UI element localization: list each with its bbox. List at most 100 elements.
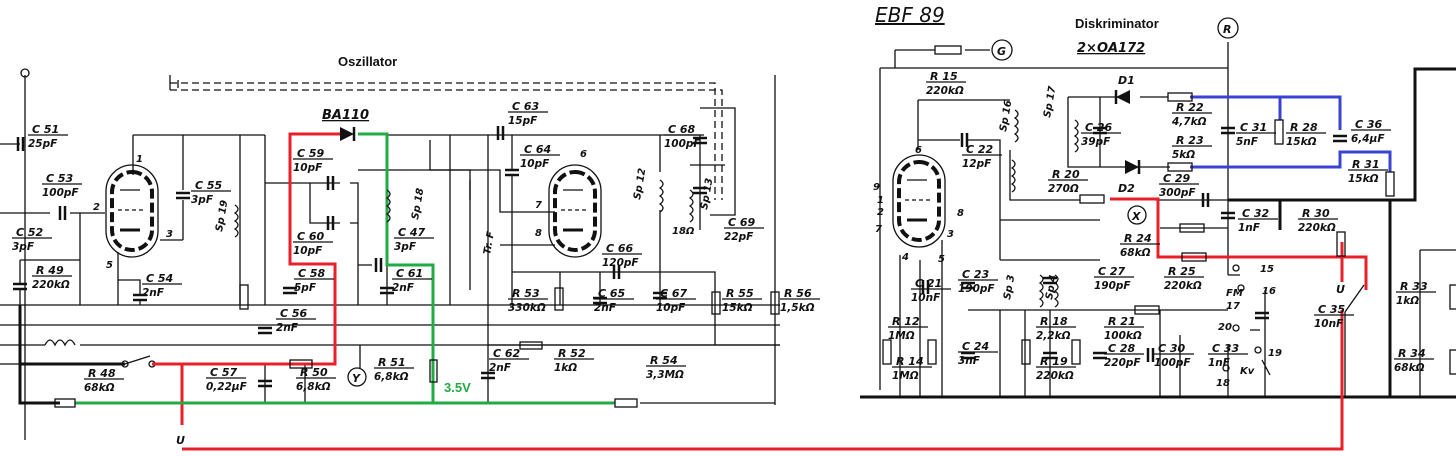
coil-label-18: 18Ω <box>672 226 695 237</box>
c58-value: 5pF <box>294 282 317 294</box>
r31-ref: R 31 <box>1352 158 1380 171</box>
r25-ref: R 25 <box>1168 265 1196 278</box>
tube-type-title: EBF 89 <box>875 3 945 27</box>
switch-contact-2 <box>1232 324 1240 332</box>
c21-value: 10nF <box>911 292 941 304</box>
c35-capacitor-symbol <box>1255 311 1269 320</box>
c31-ref: C 31 <box>1240 121 1267 134</box>
r49-value: 220kΩ <box>32 279 70 291</box>
c32-capacitor-symbol <box>1221 211 1235 220</box>
tube-pin-2: 3 <box>166 229 173 240</box>
r23-ref: R 23 <box>1176 134 1204 147</box>
c59-capacitor-symbol <box>326 176 335 190</box>
c26-ref: C 26 <box>1085 121 1113 134</box>
c62-capacitor-symbol <box>481 371 495 380</box>
c60-value: 10pF <box>293 245 323 257</box>
c66-value: 120pF <box>602 257 639 269</box>
c64-ref: C 64 <box>524 143 551 156</box>
c29-ref: C 29 <box>1163 172 1191 185</box>
coil-symbol-2 <box>658 179 664 213</box>
r48-value: 68kΩ <box>84 382 115 394</box>
svg-text:R: R <box>1223 23 1231 36</box>
r18-ref: R 18 <box>1040 315 1068 328</box>
tube-pin-3: 5 <box>106 260 113 271</box>
test-point-r: R <box>1217 17 1239 39</box>
tube-pin-12: 8 <box>957 208 964 219</box>
r23-resistor-symbol <box>1167 162 1193 172</box>
r20-resistor-symbol <box>1079 194 1105 204</box>
r15-ref: R 15 <box>930 70 958 83</box>
coil-label-sp18: Sp 18 <box>410 187 426 220</box>
tube-pin-8: 9 <box>873 182 880 193</box>
tube-pin-7: 6 <box>915 145 922 156</box>
green-path-3v5 <box>75 132 615 405</box>
r34-value: 68kΩ <box>1394 362 1425 374</box>
c69-value: 22pF <box>724 231 754 243</box>
r55-resistor-symbol <box>711 291 721 315</box>
c66-ref: C 66 <box>606 242 634 255</box>
discriminator-title: Diskriminator <box>1075 16 1159 31</box>
r21-resistor-symbol <box>1134 305 1160 315</box>
c67-value: 10pF <box>656 302 686 314</box>
coil-symbol-4 <box>1013 109 1019 143</box>
r25-resistor-symbol <box>1181 252 1207 262</box>
switch-contact-label-1: FM <box>1226 288 1243 299</box>
c61-value: 2nF <box>392 282 415 294</box>
tube-pin-10: 2 <box>877 207 884 218</box>
c53-capacitor-symbol <box>58 206 67 220</box>
c33-ref: C 33 <box>1212 342 1240 355</box>
c56-value: 2nF <box>276 322 299 334</box>
r24-resistor-symbol <box>1179 223 1205 233</box>
c31-value: 5nF <box>1236 136 1259 148</box>
c58-ref: C 58 <box>298 267 326 280</box>
c27-value: 190pF <box>1094 280 1131 292</box>
c63-ref: C 63 <box>512 100 540 113</box>
blue-path <box>1190 95 1392 172</box>
r22-resistor-symbol <box>1167 92 1193 102</box>
r19-ref: R 19 <box>1040 355 1068 368</box>
c21-capacitor-symbol <box>921 280 930 294</box>
r50-resistor-symbol <box>289 359 313 369</box>
u-label-left: U <box>176 434 185 447</box>
c36-capacitor-symbol <box>1333 134 1347 143</box>
r51-ref: R 51 <box>378 356 406 369</box>
c23-ref: C 23 <box>962 268 990 281</box>
c29-capacitor-symbol <box>1201 193 1210 207</box>
r22-ref: R 22 <box>1176 101 1204 114</box>
tube-pin-15: 5 <box>938 254 945 265</box>
r31-resistor-symbol <box>1385 171 1395 197</box>
c57-capacitor-symbol <box>258 379 272 388</box>
c68-value: 100pF <box>664 138 701 150</box>
r52-ref: R 52 <box>558 347 586 360</box>
c23-capacitor-symbol <box>961 281 975 290</box>
wires-oscillator <box>0 68 780 440</box>
c52-ref: C 52 <box>16 226 44 239</box>
coil-symbol-3 <box>688 189 694 223</box>
switch-contact-3 <box>1254 346 1262 354</box>
svg-text:Y: Y <box>352 372 361 385</box>
r24-ref: R 24 <box>1124 232 1152 245</box>
c33-capacitor-symbol <box>1146 348 1155 362</box>
r49-resistor-symbol <box>239 284 249 310</box>
r30-resistor-symbol <box>1336 231 1346 257</box>
r53-resistor-symbol <box>554 287 564 311</box>
r21-value: 100kΩ <box>1104 330 1142 342</box>
c53-ref: C 53 <box>46 172 74 185</box>
tube-pin-0: 1 <box>136 154 143 165</box>
diode-label-d2: D2 <box>1118 182 1135 195</box>
oscillator-title: Oszillator <box>338 54 397 69</box>
c65-value: 2nF <box>594 302 617 314</box>
r14-resistor-symbol <box>927 339 937 365</box>
c23-value: 190pF <box>958 283 995 295</box>
u-label-right: U <box>1336 283 1345 296</box>
c36-value: 6,4µF <box>1351 133 1385 145</box>
c21-ref: C 21 <box>915 277 942 290</box>
c60-capacitor-symbol <box>326 216 335 230</box>
c22-capacitor-symbol <box>960 133 969 147</box>
coil-label-sp19: Sp 19 <box>214 199 230 232</box>
c60-ref: C 60 <box>297 230 325 243</box>
r25-value: 220kΩ <box>1164 280 1202 292</box>
r52-value: 1kΩ <box>554 362 577 374</box>
